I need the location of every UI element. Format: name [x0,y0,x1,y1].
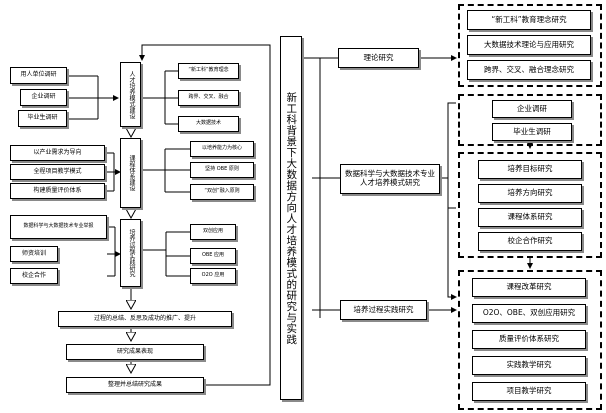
input-box: 构建质量评价体系 [10,183,105,199]
input-label: 用人单位调研 [20,71,57,79]
stage-box: 课程体系建设 [120,138,141,208]
stage-label: 培养过程实践研究 [127,229,135,277]
practice-item: 课程改革研究 [472,278,586,297]
model-item: 课程体系研究 [478,208,582,227]
output-box: 双创应用 [190,224,236,240]
practice-item-label: O2O、OBE、双创应用研究 [482,308,576,318]
input-label: 师资培训 [21,249,46,257]
summary-step-label: 过程的总结、反思及成功的推广、提升 [93,314,196,322]
input-box: 毕业生调研 [18,110,67,127]
practice-item: O2O、OBE、双创应用研究 [472,304,586,323]
practice-item: 实践教学研究 [472,356,586,375]
output-label: “双创”融入原则 [204,188,240,195]
practice-research-box: 培养过程实践研究 [340,300,427,320]
practice-group [458,270,602,410]
input-box: 全程项目教学模式 [10,164,105,180]
theory-item: “新工科”教育理念研究 [467,10,591,30]
output-label: 以培养能力为核心 [201,145,242,152]
organize-step-box: 整理并总结研究成果 [66,377,204,393]
stage-label: 人才培养模式建设 [127,70,135,119]
output-box: OBE 应用 [190,248,236,264]
practice-research-label: 培养过程实践研究 [353,304,414,314]
output-box: 大数据技术 [178,116,239,132]
center-title: 新工科背景下大数据方向人才培养模式的研究与实践 [285,91,298,345]
output-box: O2O 应用 [190,268,236,284]
input-box: 用人单位调研 [10,67,67,84]
input-box: 校企合作 [10,268,58,284]
survey-item-label: 企业调研 [517,103,547,113]
practice-item-label: 实践教学研究 [506,360,552,370]
output-box: “双创”融入原则 [190,184,254,200]
model-item: 校企合作研究 [478,232,582,251]
summary-step-box: 过程的总结、反思及成功的推广、提升 [58,311,232,327]
stage-box: 人才培养模式建设 [120,62,141,127]
practice-item: 质量评价体系研究 [472,330,586,349]
theory-item-label: 大数据技术理论与应用研究 [484,39,574,49]
practice-item-label: 课程改革研究 [506,282,552,292]
talent-model-research-label: 数据科学与大数据技术专业人才培养模式研究 [345,169,435,187]
output-label: 双创应用 [202,228,223,235]
model-item-label: 校企合作研究 [507,236,553,246]
input-box: 师资培训 [10,246,58,262]
output-box: 以培养能力为核心 [190,141,254,157]
model-group [458,152,602,258]
model-item: 培养目标研究 [478,160,582,179]
results-step-label: 研究成果表现 [116,347,153,355]
survey-group [458,94,602,146]
input-label: 以产业需求为导向 [33,148,82,156]
output-label: 大数据技术 [195,120,221,127]
theory-item: 跨界、交叉、融合理念研究 [467,60,591,80]
input-label: 校企合作 [21,271,46,279]
output-box: 坚持 OBE 原则 [190,162,254,178]
results-step-box: 研究成果表现 [66,344,204,360]
stage-box: 培养过程实践研究 [120,219,141,287]
input-label: 构建质量评价体系 [33,186,82,194]
output-box: 跨界、交叉、融合 [178,90,239,106]
input-label: 毕业生调研 [27,114,58,122]
theory-item-label: “新工科”教育理念研究 [491,14,567,24]
survey-item: 企业调研 [492,100,572,118]
theory-research-box: 理论研究 [338,48,419,68]
output-label: O2O 应用 [201,272,225,279]
stage-label: 课程体系建设 [127,155,135,191]
input-box: 以产业需求为导向 [10,145,105,161]
theory-research-label: 理论研究 [363,52,394,62]
input-label: 数据科学与大数据技术专业举报 [23,223,94,230]
practice-item: 项目教学研究 [472,382,586,401]
talent-model-research-box: 数据科学与大数据技术专业人才培养模式研究 [340,164,440,194]
organize-step-label: 整理并总结研究成果 [107,380,162,388]
theory-item: 大数据技术理论与应用研究 [467,35,591,55]
center-title-box: 新工科背景下大数据方向人才培养模式的研究与实践 [280,36,302,400]
input-label: 企业调研 [31,93,56,101]
model-item-label: 培养方向研究 [507,188,553,198]
input-label: 全程项目教学模式 [33,167,82,175]
theory-group [458,4,602,87]
output-label: 坚持 OBE 原则 [205,166,239,173]
survey-item-label: 毕业生调研 [513,126,551,136]
output-label: 跨界、交叉、融合 [188,94,229,101]
theory-item-label: 跨界、交叉、融合理念研究 [484,64,574,74]
model-item-label: 培养目标研究 [507,164,553,174]
input-box: 企业调研 [20,89,67,106]
practice-item-label: 质量评价体系研究 [499,334,559,344]
model-item: 培养方向研究 [478,184,582,203]
survey-item: 毕业生调研 [492,123,572,141]
output-label: “新工科”教育理念 [188,67,229,74]
output-label: OBE 应用 [201,252,225,259]
model-item-label: 课程体系研究 [507,212,553,222]
output-box: “新工科”教育理念 [178,63,239,79]
practice-item-label: 项目教学研究 [506,386,552,396]
input-box: 数据科学与大数据技术专业举报 [10,215,107,239]
